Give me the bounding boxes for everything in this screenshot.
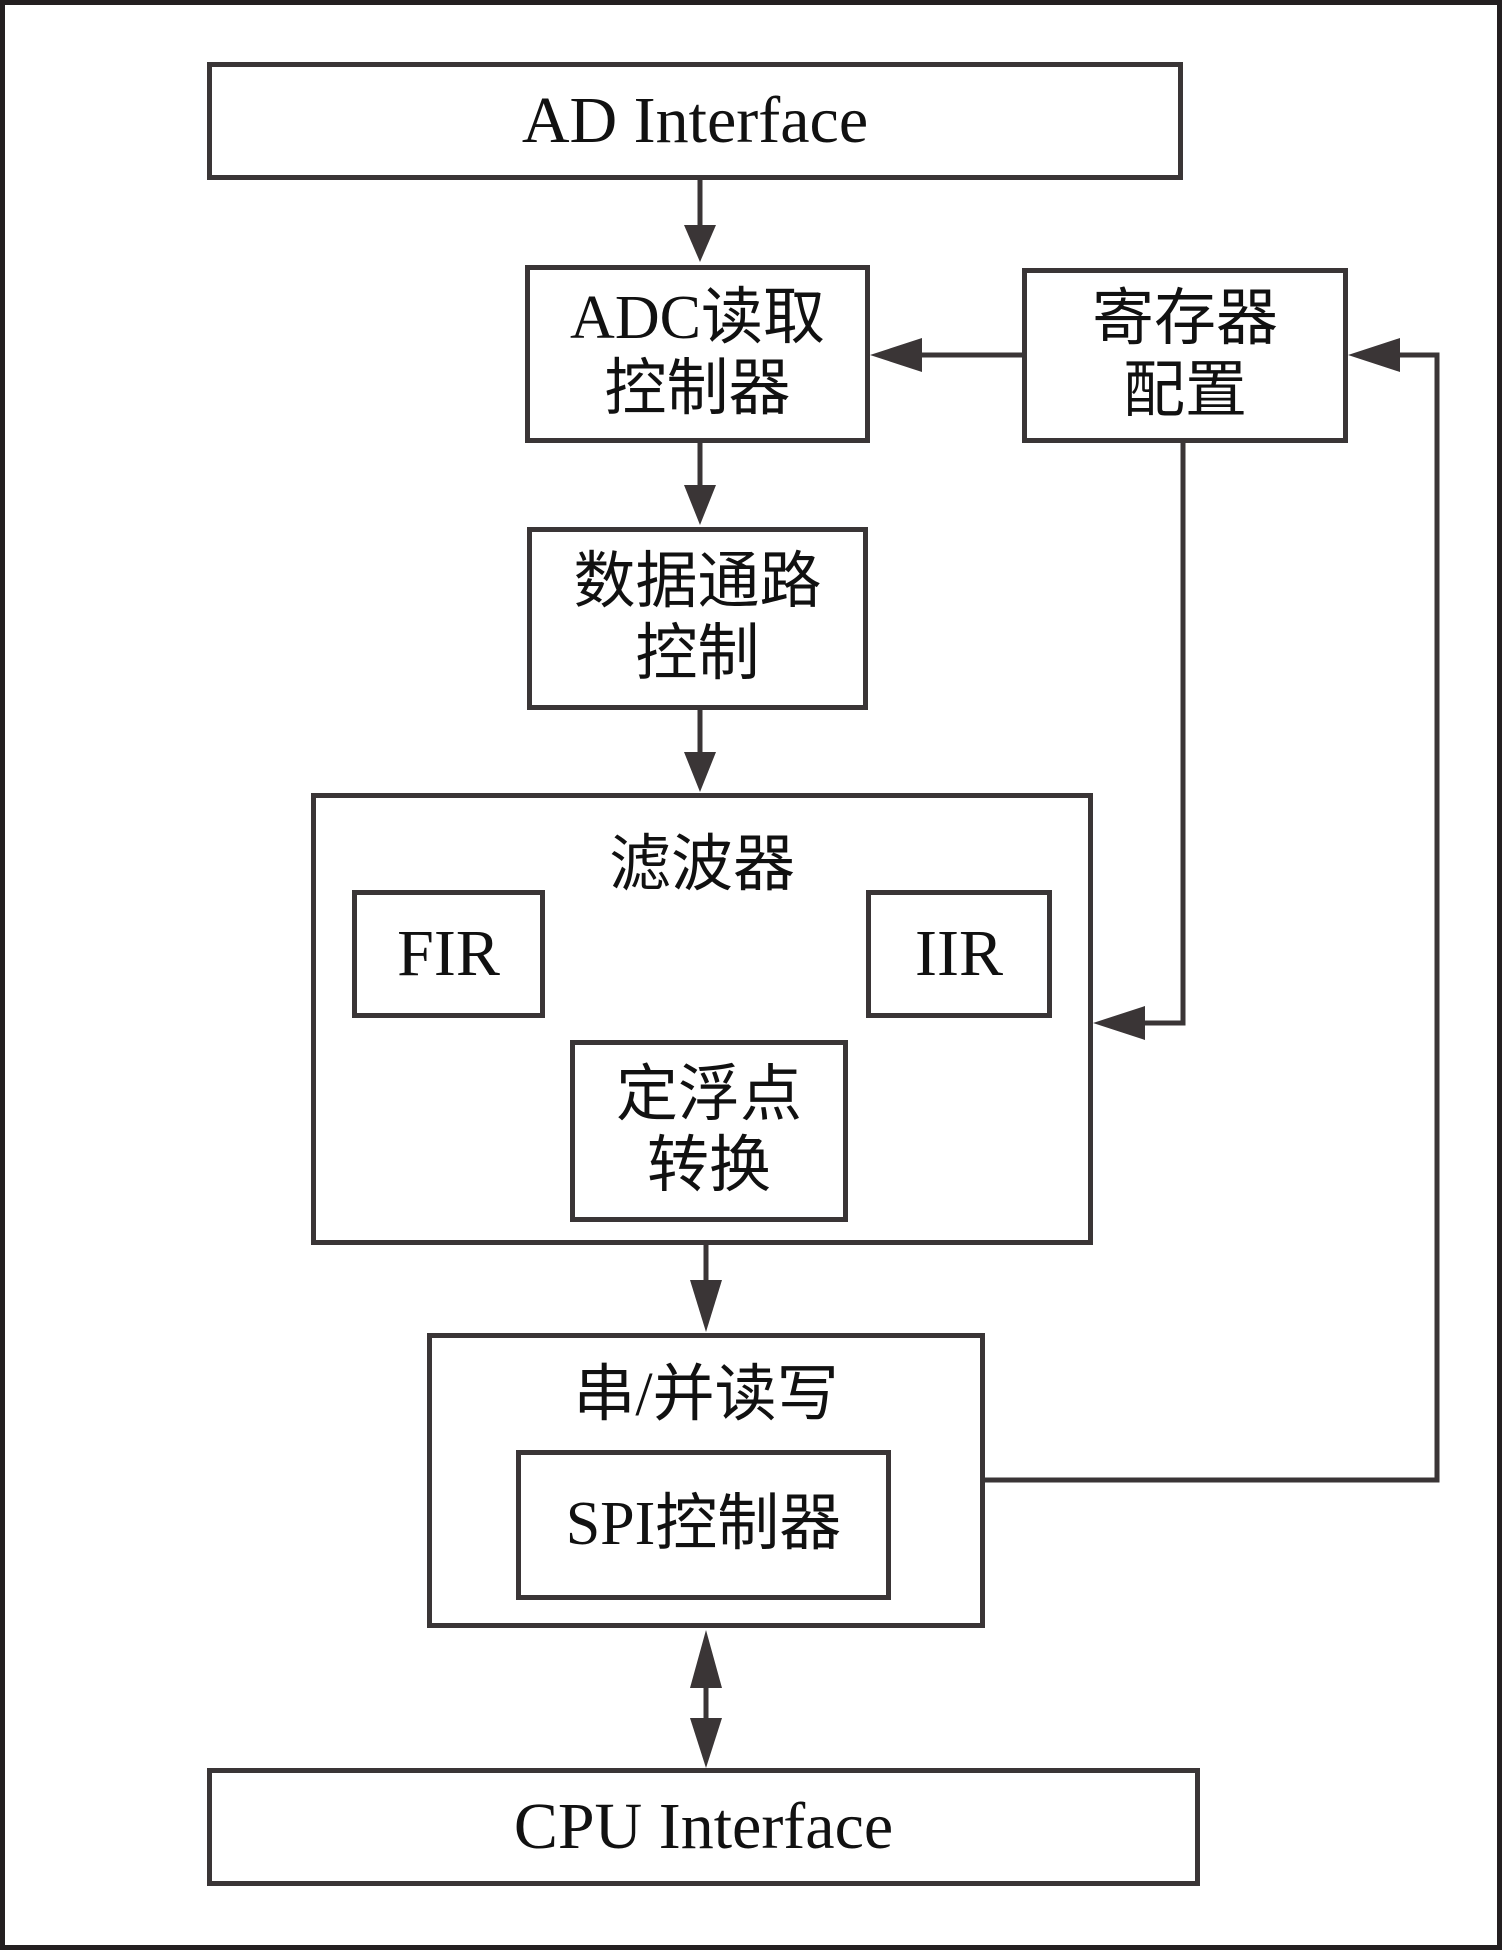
edge-serial-to-register (981, 352, 1440, 1483)
adc-controller-label: ADC读取 控制器 (570, 283, 825, 423)
arrowhead-adc-right (870, 338, 922, 372)
iir-box: IIR (866, 890, 1052, 1018)
arrowhead-serial-bottom (690, 1630, 722, 1688)
spi-controller-box: SPI控制器 (516, 1450, 891, 1600)
fir-box: FIR (352, 890, 545, 1018)
fixed-float-box: 定浮点 转换 (570, 1040, 848, 1222)
ad-interface-box: AD Interface (207, 62, 1183, 180)
fir-label: FIR (397, 917, 500, 991)
edge-register-to-filter (1140, 440, 1186, 1026)
fixed-float-label: 定浮点 转换 (615, 1060, 802, 1200)
arrowhead-datapath-top (684, 485, 716, 525)
ad-interface-label: AD Interface (521, 84, 869, 158)
register-config-box: 寄存器 配置 (1022, 268, 1348, 443)
adc-controller-box: ADC读取 控制器 (525, 265, 870, 443)
filter-label: 滤波器 (608, 831, 795, 899)
serial-parallel-label: 串/并读写 (573, 1361, 839, 1429)
register-config-label: 寄存器 配置 (1091, 285, 1278, 425)
arrowhead-adc-top (684, 225, 716, 262)
cpu-interface-label: CPU Interface (513, 1790, 894, 1864)
arrowhead-filter-right (1093, 1006, 1145, 1040)
spi-controller-label: SPI控制器 (565, 1490, 842, 1559)
iir-label: IIR (915, 917, 1003, 991)
cpu-interface-box: CPU Interface (207, 1768, 1200, 1886)
arrowhead-cpu-top (690, 1718, 722, 1768)
arrowhead-serial-top (690, 1280, 722, 1332)
datapath-control-label: 数据通路 控制 (573, 548, 822, 688)
datapath-control-box: 数据通路 控制 (527, 527, 868, 710)
arrowhead-filter-top (684, 752, 716, 792)
arrowhead-register-right (1348, 338, 1400, 372)
